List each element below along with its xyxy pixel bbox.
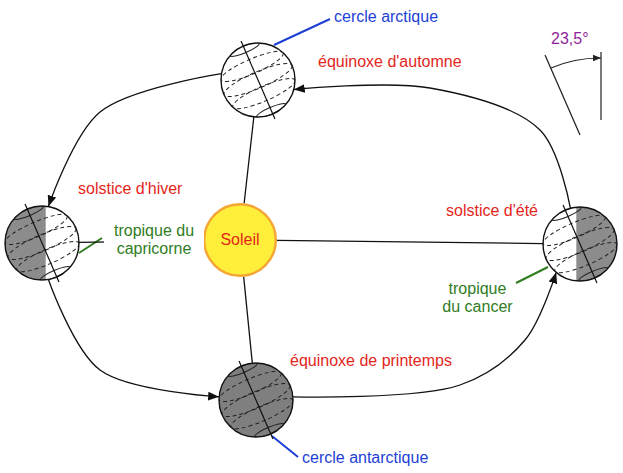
axis-reference [545, 55, 580, 135]
tropic-name: tropique du cancer [440, 280, 515, 316]
orbit-arrow [293, 272, 556, 397]
earth-globe: solstice d'été [543, 207, 617, 281]
angle-arc [551, 58, 601, 68]
season-name: solstice d'hiver [78, 180, 182, 198]
sun-ray-line [277, 240, 543, 243]
vertical-reference [600, 52, 601, 120]
earth-globe: équinoxe d'automne [221, 43, 295, 117]
season-name: équinoxe d'automne [318, 53, 462, 71]
season-name: équinoxe de printemps [290, 352, 452, 370]
earth-globe: solstice d'hiver [5, 206, 79, 280]
orbit-arrow [48, 279, 219, 396]
leader-line [274, 19, 330, 45]
globe-drawing [219, 363, 293, 437]
circle-name: cercle antarctique [302, 449, 428, 467]
sun-circle: Soleil [203, 203, 277, 277]
sun-ray-line [244, 117, 254, 203]
earth-globe: équinoxe de printemps [219, 363, 293, 437]
leader-line [516, 267, 548, 283]
orbit-arrow [294, 85, 571, 208]
orbit-arrow [48, 74, 221, 207]
circle-name: cercle arctique [334, 8, 438, 26]
leader-line [79, 238, 102, 253]
globe-drawing [5, 206, 79, 280]
tropic-name: tropique du capricorne [104, 222, 204, 258]
angle-value: 23,5° [551, 30, 589, 48]
season-name: solstice d'été [446, 202, 538, 220]
sun-ray-line [244, 277, 253, 363]
sun-name: Soleil [220, 231, 259, 249]
globe-drawing [543, 207, 617, 281]
leader-line [272, 436, 298, 457]
globe-drawing [221, 43, 295, 117]
